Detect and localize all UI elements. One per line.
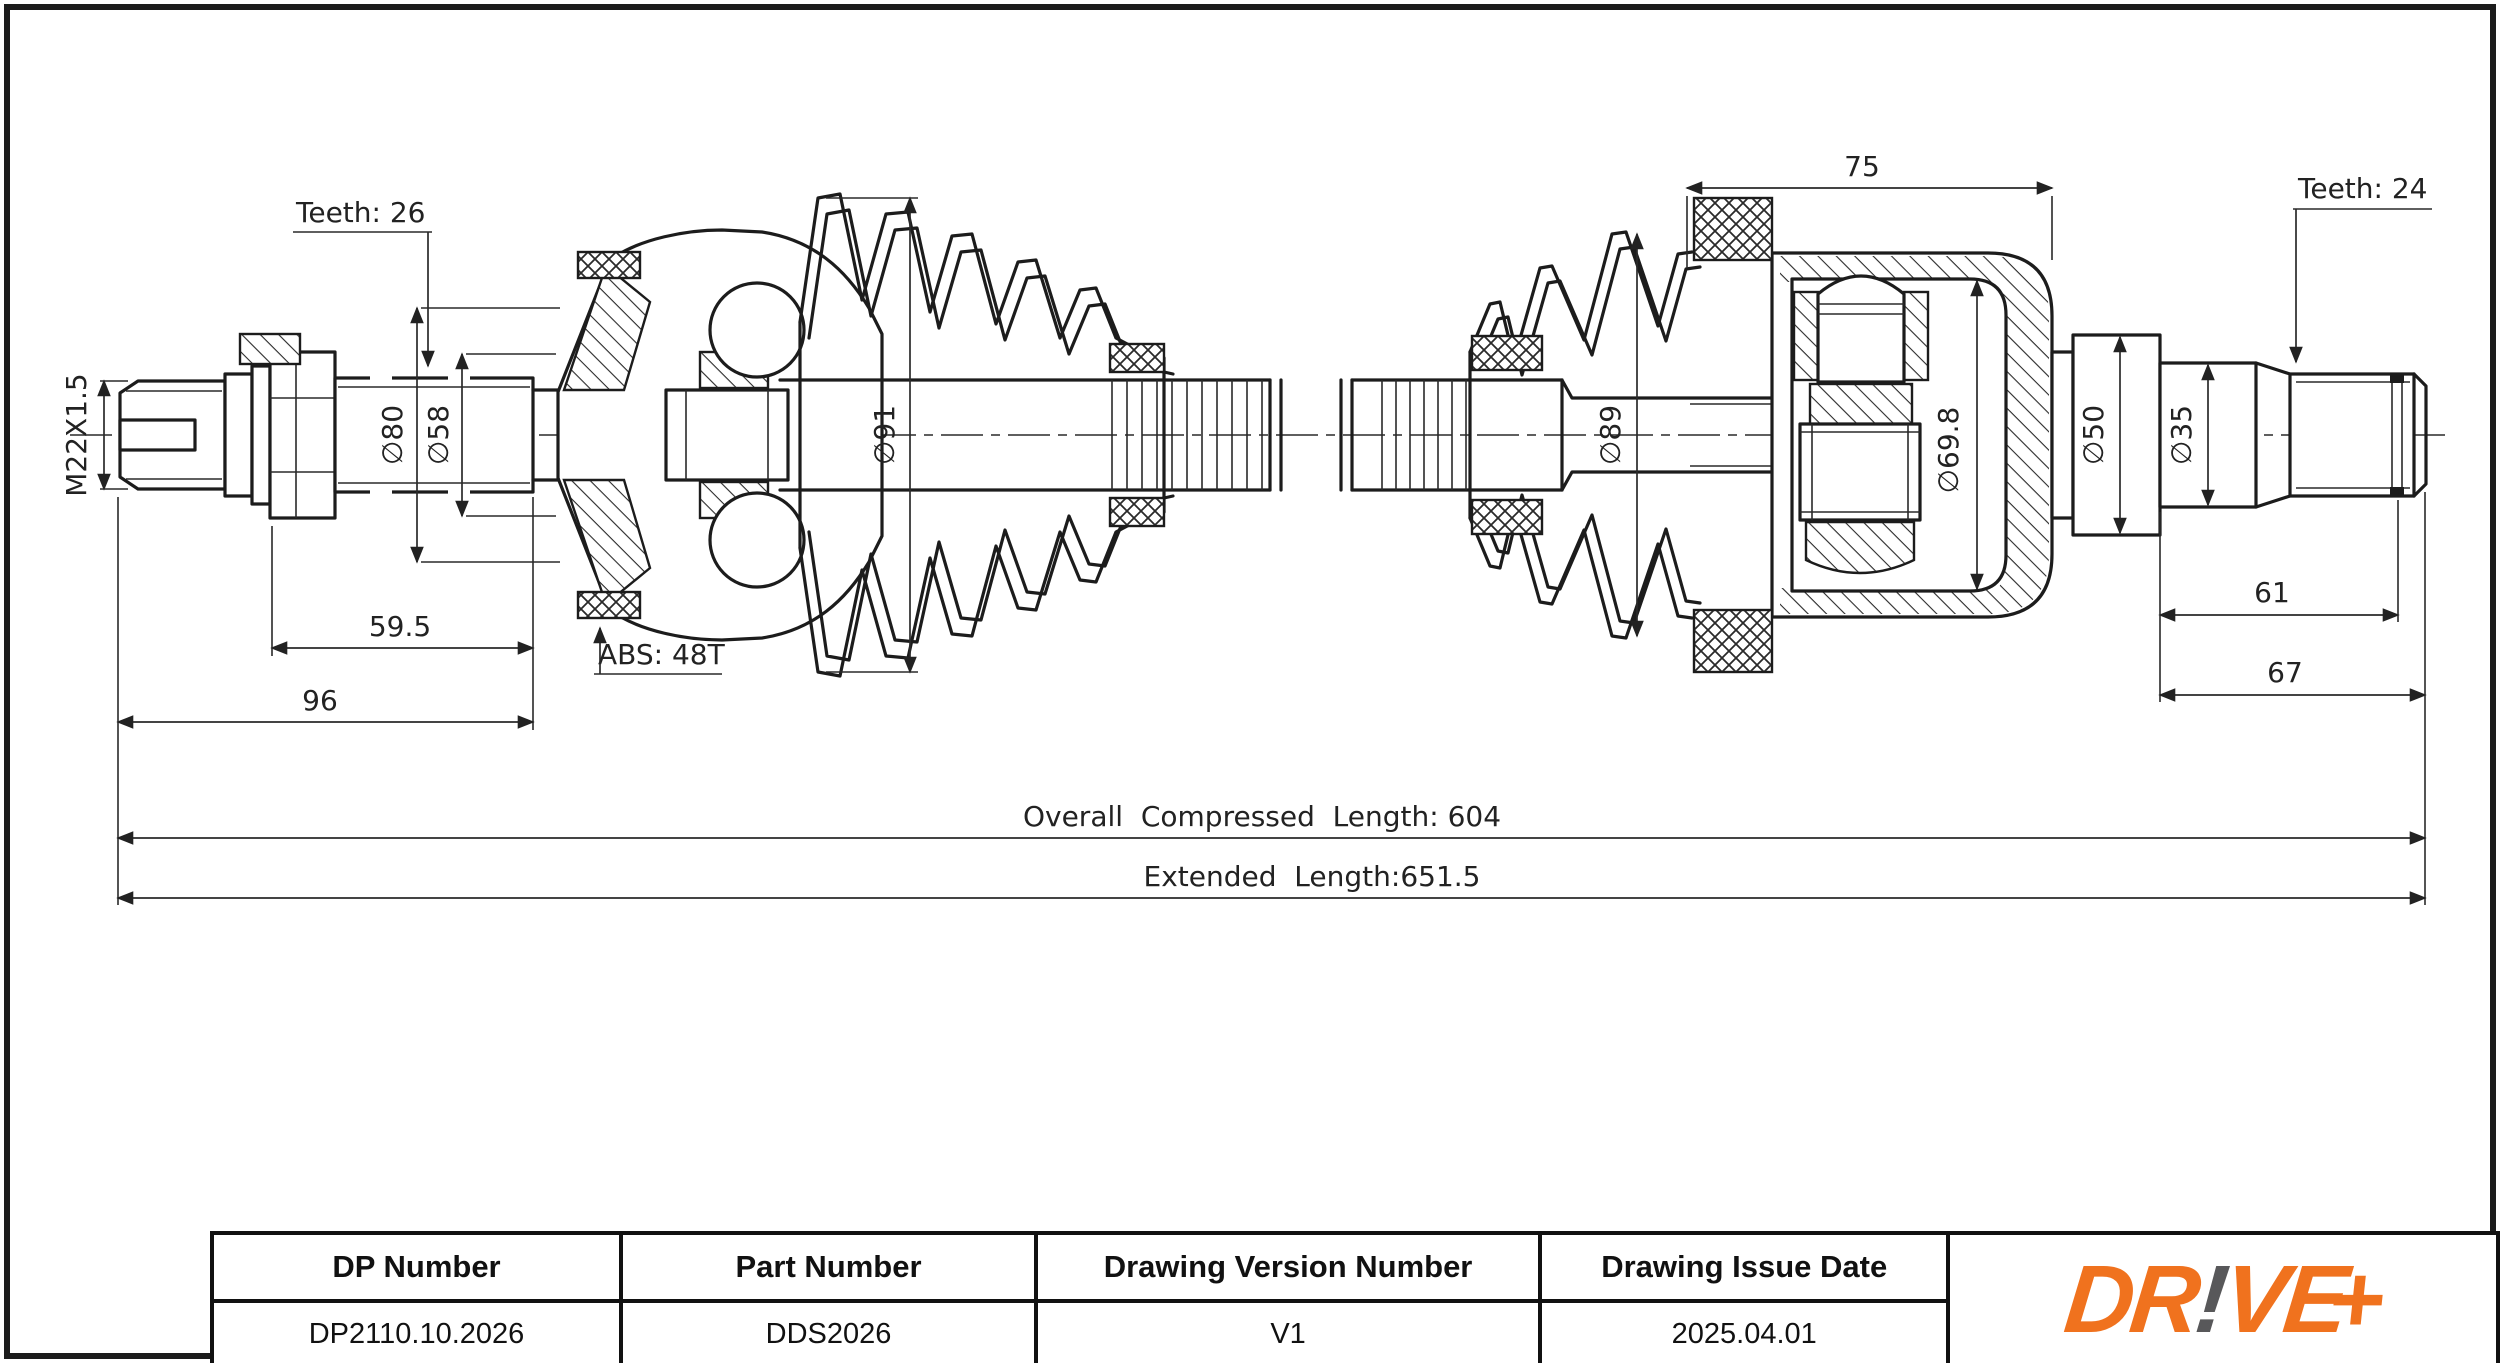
title-block: DP Number Part Number Drawing Version Nu…	[209, 1231, 2500, 1363]
dim-label-dia-69-8: ∅69.8	[1932, 407, 1965, 494]
needle-bearing-right	[1902, 290, 1930, 382]
dim-label-dia-50: ∅50	[2077, 405, 2110, 465]
titleblock-value-dp-number: DP2110.10.2026	[209, 1299, 624, 1363]
titleblock-header-dp-number: DP Number	[209, 1231, 624, 1303]
dim-label-thread: M22X1.5	[60, 373, 93, 497]
dim-dia-35: ∅35	[2165, 363, 2215, 507]
dim-teeth-right: Teeth: 24	[2289, 172, 2432, 364]
logo-plus: +	[2322, 1246, 2387, 1353]
needle-bearing-left	[1792, 290, 1820, 382]
inner-race	[664, 388, 790, 482]
dim-61: 61	[2158, 500, 2400, 702]
boot-clamp-small-bottom	[1108, 496, 1166, 528]
brand-logo-cell: DR!VE+	[1946, 1231, 2500, 1363]
dim-67: 67	[2158, 492, 2427, 905]
dim-75: 75	[1685, 150, 2054, 268]
dim-dia-80: ∅80	[376, 306, 560, 564]
titleblock-value-drawing-version: V1	[1034, 1299, 1543, 1363]
dim-thread: M22X1.5	[60, 373, 128, 497]
dim-label-teeth-right: Teeth: 24	[2297, 172, 2428, 205]
dim-label-dia-35: ∅35	[2165, 405, 2198, 465]
titleblock-header-issue-date: Drawing Issue Date	[1538, 1231, 1951, 1303]
housing-section-hatch-bottom	[562, 478, 652, 607]
dim-label-dia-80: ∅80	[376, 405, 409, 465]
shaft-break-symbol	[1268, 378, 1354, 492]
dim-96: 96	[116, 497, 535, 905]
dim-dia-58: ∅58	[422, 352, 556, 518]
dim-dia-69-8: ∅69.8	[1932, 279, 1984, 591]
dim-label-75: 75	[1844, 150, 1880, 183]
dim-label-overall-compressed: Overall Compressed Length: 604	[1023, 800, 1501, 833]
tripod-hub	[1798, 422, 1922, 522]
titleblock-value-issue-date: 2025.04.01	[1538, 1299, 1951, 1363]
housing-section-hatch-top	[562, 263, 652, 392]
dim-dia-91: ∅91	[826, 196, 918, 674]
outer-cv-boot	[798, 192, 1175, 678]
dim-label-dia-91: ∅91	[868, 405, 901, 465]
titleblock-header-drawing-version: Drawing Version Number	[1034, 1231, 1543, 1303]
dim-label-extended: Extended Length:651.5	[1144, 860, 1481, 893]
abs-ring-bottom	[576, 590, 642, 620]
dim-teeth-left: Teeth: 26	[293, 196, 435, 368]
titleblock-header-part-number: Part Number	[619, 1231, 1039, 1303]
dimensions: M22X1.5 Teeth: 26 ∅80 ∅58	[60, 150, 2432, 905]
dim-label-59-5: 59.5	[369, 610, 431, 643]
dim-label-96: 96	[302, 684, 338, 717]
abs-ring-top	[576, 250, 642, 280]
dim-label-dia-58: ∅58	[422, 405, 455, 465]
dim-dia-89: ∅89	[1594, 232, 1644, 638]
dim-overall-compressed: Overall Compressed Length: 604	[116, 800, 2427, 845]
dim-59-5: 59.5	[270, 497, 535, 730]
cv-ball-bottom	[708, 491, 806, 589]
brand-logo: DR!VE+	[1946, 1246, 2500, 1353]
outer-cv-joint	[556, 228, 884, 642]
dim-abs-ring: ABS: 48T	[593, 626, 726, 675]
inner-cv-boot	[1468, 230, 1702, 640]
boot-clamp-small-top	[1108, 342, 1166, 374]
boot-clamp-inner-small-bottom	[1470, 498, 1544, 536]
cv-ball-top	[708, 281, 806, 379]
dim-label-teeth-left: Teeth: 26	[295, 196, 426, 229]
logo-part1: DR	[2060, 1246, 2203, 1353]
spline-teeth-24	[2288, 372, 2416, 498]
tripod-roller	[1816, 274, 1906, 384]
boot-cap-top	[1692, 196, 1774, 262]
boot-cap-bottom	[1692, 608, 1774, 674]
interconnecting-shaft	[778, 378, 1788, 492]
dim-extended: Extended Length:651.5	[116, 860, 2427, 905]
dim-label-67: 67	[2267, 656, 2303, 689]
outer-threaded-stub	[118, 332, 337, 520]
staked-washer-hatch	[238, 332, 302, 366]
trunnion-hatch	[1808, 382, 1914, 426]
dim-dia-50: ∅50	[2077, 335, 2127, 535]
titleblock-value-part-number: DDS2026	[619, 1299, 1039, 1363]
boot-clamp-inner-small-top	[1470, 334, 1544, 372]
dim-label-abs: ABS: 48T	[598, 638, 726, 671]
hub-lower-hatch	[1804, 520, 1916, 575]
dim-label-dia-89: ∅89	[1594, 405, 1627, 465]
dim-label-61: 61	[2254, 576, 2290, 609]
outer-spline-shaft	[333, 375, 560, 495]
